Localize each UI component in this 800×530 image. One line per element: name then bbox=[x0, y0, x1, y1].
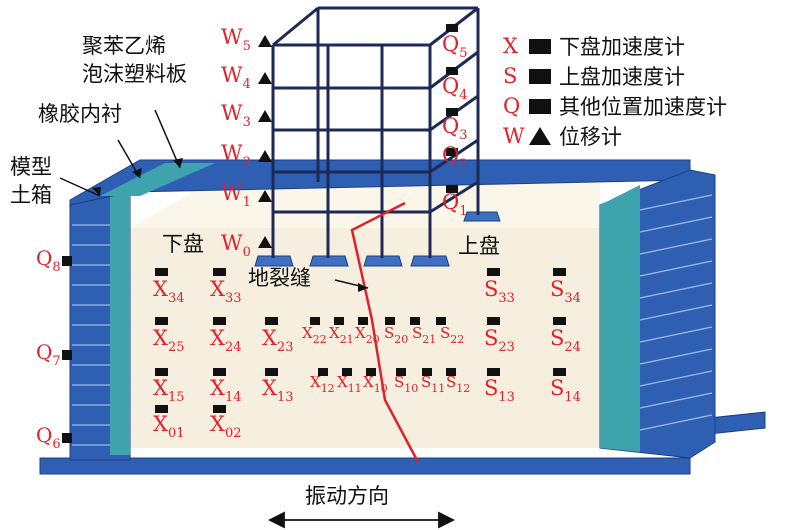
box-accelerometer-markers bbox=[62, 256, 72, 443]
legend-square-icon bbox=[529, 68, 551, 84]
legend-row-q: Q 其他位置加速度计 bbox=[503, 93, 727, 119]
foam-board-label-line1: 聚苯乙烯 bbox=[82, 34, 166, 58]
legend-key: W bbox=[503, 124, 525, 148]
hangingwall-accelerometer-label: S14 bbox=[550, 376, 581, 405]
legend-square-icon bbox=[529, 98, 551, 114]
legend-row-w: W 位移计 bbox=[503, 123, 622, 149]
ground-fissure-label: 地裂缝 bbox=[248, 266, 311, 290]
rubber-liner-left bbox=[110, 190, 130, 455]
hangingwall-accelerometer-label: S12 bbox=[446, 373, 471, 395]
model-box-label-line1: 模型 bbox=[10, 155, 52, 179]
footwall-accelerometer-label: X14 bbox=[210, 376, 242, 405]
soil-accelerometer-markers bbox=[155, 268, 566, 413]
footwall-accelerometer-label: X23 bbox=[262, 326, 294, 355]
vibration-direction-label: 振动方向 bbox=[305, 484, 389, 508]
footwall-accelerometer-label: X22 bbox=[302, 324, 327, 346]
footwall-accelerometer-label: X34 bbox=[153, 277, 185, 306]
soil-back-face bbox=[130, 228, 600, 448]
model-box-right-wall-ribs bbox=[639, 194, 713, 431]
hangingwall-accelerometer-label: S10 bbox=[394, 373, 419, 395]
legend-text: 下盘加速度计 bbox=[559, 35, 685, 59]
box-accelerometer-label: Q6 bbox=[36, 423, 61, 452]
hangingwall-accelerometer-label: S24 bbox=[550, 326, 581, 355]
hangingwall-accelerometer-label: S33 bbox=[484, 277, 515, 306]
footwall-accelerometer-label: X11 bbox=[337, 373, 362, 395]
displacement-meter-label: W5 bbox=[221, 25, 251, 54]
model-box-label-line2: 土箱 bbox=[10, 183, 52, 207]
footwall-accelerometer-label: X33 bbox=[210, 277, 242, 306]
legend-triangle-icon bbox=[529, 127, 551, 145]
foundations bbox=[254, 211, 501, 267]
legend-text: 其他位置加速度计 bbox=[559, 95, 727, 119]
base-plate bbox=[39, 457, 691, 475]
footwall-accelerometer-label: X15 bbox=[153, 376, 185, 405]
ground-fissure-line bbox=[350, 201, 420, 463]
building-accelerometer-label: Q5 bbox=[442, 32, 468, 61]
hangingwall-accelerometer-label: S22 bbox=[440, 324, 465, 346]
vibration-direction-arrow bbox=[267, 511, 456, 529]
box-accelerometer-label: Q7 bbox=[36, 340, 61, 369]
legend-row-x: X 下盘加速度计 bbox=[503, 33, 685, 59]
legend-key: S bbox=[503, 64, 518, 88]
foam-board-label-line2: 泡沫塑料板 bbox=[82, 62, 187, 86]
legend-text: 上盘加速度计 bbox=[559, 65, 685, 89]
box-accelerometer-label: Q8 bbox=[36, 246, 61, 275]
building-accelerometer-label: Q3 bbox=[442, 114, 468, 143]
displacement-meter-label: W1 bbox=[221, 181, 251, 210]
footwall-accelerometer-label: X21 bbox=[329, 324, 354, 346]
hangingwall-accelerometer-label: S20 bbox=[384, 324, 409, 346]
hangingwall-accelerometer-label: S21 bbox=[412, 324, 437, 346]
hangingwall-accelerometer-label: S34 bbox=[550, 277, 581, 306]
hangingwall-accelerometer-label: S11 bbox=[421, 373, 446, 395]
hangingwall-accelerometer-label: S23 bbox=[484, 326, 515, 355]
footwall-accelerometer-label: X24 bbox=[210, 326, 242, 355]
footwall-label: 下盘 bbox=[162, 232, 204, 256]
footwall-accelerometer-label: X12 bbox=[310, 373, 335, 395]
footwall-accelerometer-label: X02 bbox=[210, 412, 242, 441]
rubber-liner-right bbox=[600, 185, 640, 452]
displacement-meter-label: W3 bbox=[221, 101, 251, 130]
rubber-liner-label: 橡胶内衬 bbox=[38, 102, 122, 126]
building-accelerometer-markers bbox=[446, 24, 458, 193]
displacement-meter-markers bbox=[258, 35, 272, 248]
legend-key: Q bbox=[503, 94, 521, 118]
callout-arrowheads bbox=[92, 158, 368, 292]
footwall-accelerometer-label: X25 bbox=[153, 326, 185, 355]
legend-key: X bbox=[503, 34, 518, 58]
displacement-meter-label: W4 bbox=[221, 63, 251, 92]
hangingwall-accelerometer-label: S13 bbox=[484, 376, 515, 405]
building-accelerometer-label: Q2 bbox=[442, 143, 468, 172]
foam-board-top bbox=[100, 163, 215, 196]
legend-square-icon bbox=[529, 38, 551, 54]
footwall-accelerometer-label: X13 bbox=[262, 376, 294, 405]
hangingwall-label: 上盘 bbox=[458, 234, 500, 258]
footwall-accelerometer-label: X10 bbox=[363, 373, 388, 395]
legend-row-s: S 上盘加速度计 bbox=[503, 63, 685, 89]
building-accelerometer-label: Q4 bbox=[442, 74, 468, 103]
legend-text: 位移计 bbox=[559, 125, 622, 149]
displacement-meter-label: W2 bbox=[221, 141, 251, 170]
footwall-accelerometer-label: X20 bbox=[355, 324, 380, 346]
building-accelerometer-label: Q1 bbox=[442, 190, 468, 219]
footwall-accelerometer-label: X01 bbox=[153, 412, 185, 441]
displacement-meter-label: W0 bbox=[221, 231, 251, 260]
building-frame bbox=[271, 6, 480, 258]
